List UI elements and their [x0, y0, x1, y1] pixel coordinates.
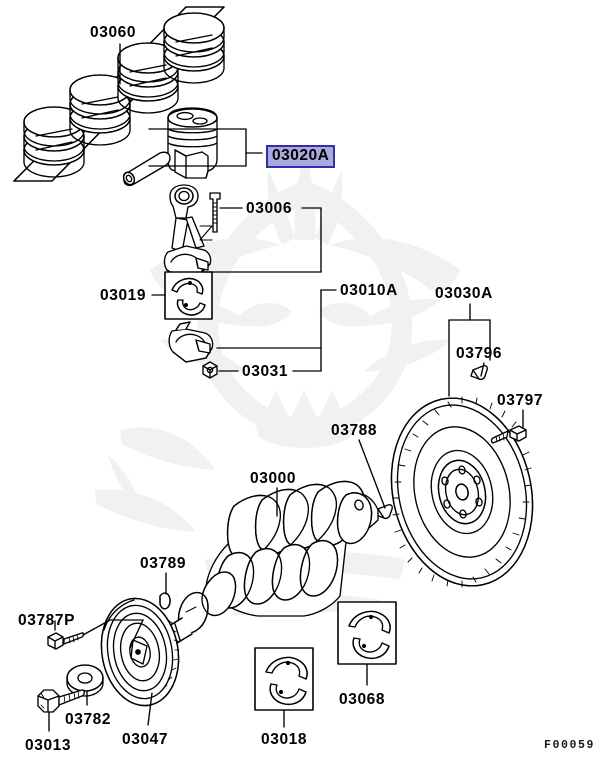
part-label-03030A[interactable]: 03030A — [435, 285, 493, 302]
part-label-03796[interactable]: 03796 — [456, 345, 503, 362]
figure-code: F00059 — [543, 739, 595, 752]
part-label-03782[interactable]: 03782 — [65, 711, 112, 728]
leader-03796 — [480, 362, 485, 377]
piston-ring-group-2 — [69, 74, 131, 146]
part-label-03797[interactable]: 03797 — [497, 392, 544, 409]
leader-03788 — [358, 439, 386, 509]
crankshaft-bolt-art — [37, 689, 85, 713]
main-bearing-box-03068 — [337, 601, 397, 665]
leader-03047 — [147, 692, 153, 726]
pulley-washer-art — [66, 664, 104, 697]
flywheel-bolt-art — [490, 425, 527, 444]
connecting-rod-nut-art — [202, 361, 218, 379]
crankshaft-key-art — [159, 592, 171, 610]
crankshaft-pin-art — [375, 504, 393, 520]
flywheel — [390, 396, 534, 588]
part-label-03019[interactable]: 03019 — [100, 287, 147, 304]
piston-assembly — [167, 107, 218, 179]
part-label-03020A[interactable]: 03020A — [266, 145, 336, 168]
crankshaft-pulley — [100, 597, 180, 707]
part-label-03047[interactable]: 03047 — [122, 731, 169, 748]
part-label-03010A[interactable]: 03010A — [340, 282, 398, 299]
part-label-03060[interactable]: 03060 — [90, 24, 137, 41]
callout-box-03020A — [148, 128, 247, 167]
part-label-03068[interactable]: 03068 — [339, 691, 386, 708]
part-label-03013[interactable]: 03013 — [25, 737, 72, 754]
piston-pin — [122, 151, 171, 187]
part-label-03000[interactable]: 03000 — [250, 470, 297, 487]
connecting-rod-cap — [168, 321, 214, 363]
piston-ring-group-4 — [163, 12, 225, 84]
part-label-03788[interactable]: 03788 — [331, 422, 378, 439]
connecting-rod — [163, 184, 213, 279]
part-label-03018[interactable]: 03018 — [261, 731, 308, 748]
part-label-03031[interactable]: 03031 — [242, 363, 289, 380]
part-label-03787P[interactable]: 03787P — [18, 612, 76, 629]
connecting-rod-bolt-art — [209, 192, 221, 233]
leader-03787P-elbow — [82, 619, 145, 649]
part-label-03006[interactable]: 03006 — [246, 200, 293, 217]
piston-ring-group-3 — [117, 42, 179, 114]
crankshaft — [151, 480, 379, 652]
part-label-03789[interactable]: 03789 — [140, 555, 187, 572]
